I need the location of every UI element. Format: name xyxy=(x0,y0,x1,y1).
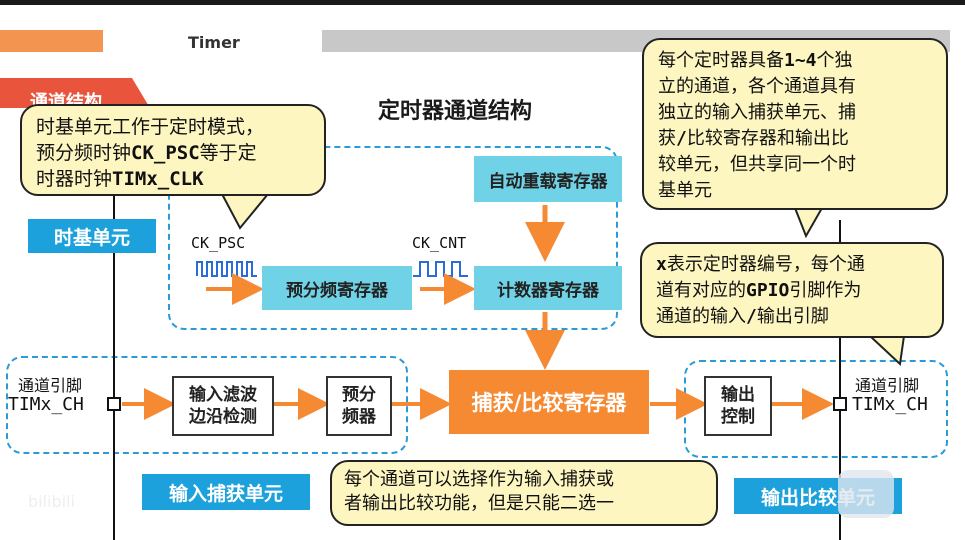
left-pin-square xyxy=(107,397,121,411)
left-pin-id: TIMx_CH xyxy=(8,394,84,415)
channels-callout-line1a: 每个定时器具备 xyxy=(658,50,784,71)
timebase-callout-line3b: TIMx_CLK xyxy=(112,168,204,190)
channels-callout-line6: 基单元 xyxy=(658,180,712,201)
left-pin-label: 通道引脚 xyxy=(18,376,83,395)
output-control-box: 输出 控制 xyxy=(704,376,772,436)
timebase-callout-line3a: 时器时钟 xyxy=(36,168,113,190)
channels-callout-line1c: 个独 xyxy=(816,50,853,71)
channels-callout-line3: 独立的输入捕获单元、捕 xyxy=(658,102,856,123)
counter-register: 计数器寄存器 xyxy=(474,266,622,310)
auto-reload-register: 自动重载寄存器 xyxy=(474,156,622,202)
timebase-group xyxy=(168,146,618,330)
channels-callout-line4c: 比较寄存器和输出比 xyxy=(686,128,849,149)
tv-icon xyxy=(838,470,894,518)
channels-callout-line4a: 获 xyxy=(658,128,676,149)
timebase-unit-label: 时基单元 xyxy=(28,219,156,253)
channel-id-callout-line1b: 表示定时器编号，每个通 xyxy=(666,254,865,275)
channel-id-callout-line1a: x xyxy=(656,254,667,275)
input-filter-box: 输入滤波 边沿检测 xyxy=(172,376,274,436)
input-capture-unit-label: 输入捕获单元 xyxy=(142,474,310,510)
channels-callout-line5: 较单元，但共享同一个时 xyxy=(658,154,856,175)
timebase-callout-line2c: 等于定 xyxy=(199,142,257,164)
prescaler-box: 预分 频器 xyxy=(326,376,392,436)
channel-id-callout-line3a: 通道的输入 xyxy=(656,306,746,327)
channel-id-callout-line2a: 道有对应的 xyxy=(656,280,746,301)
top-border xyxy=(0,0,965,5)
right-pin-square xyxy=(833,397,847,411)
timebase-callout-line1: 时基单元工作于定时模式， xyxy=(36,116,265,138)
channel-id-callout: x表示定时器编号，每个通 道有对应的GPIO引脚作为 通道的输入/输出引脚 xyxy=(640,242,944,338)
mode-callout-line2: 者输出比较功能，但是只能二选一 xyxy=(344,493,614,514)
channels-callout-line4b: / xyxy=(676,128,687,149)
channels-callout-line2: 立的通道，各个通道具有 xyxy=(658,76,856,97)
right-pin-label: 通道引脚 xyxy=(855,376,920,395)
channels-callout-line1b: 1~4 xyxy=(784,50,817,71)
channel-id-callout-line3b: / xyxy=(746,306,757,327)
capture-compare-register: 捕获/比较寄存器 xyxy=(449,370,649,434)
timebase-callout: 时基单元工作于定时模式， 预分频时钟CK_PSC等于定 时器时钟TIMx_CLK xyxy=(20,104,326,196)
channel-id-callout-line2b: GPIO xyxy=(746,280,790,301)
right-pin-id: TIMx_CH xyxy=(852,394,928,415)
ck-cnt-label: CK_CNT xyxy=(412,234,467,252)
header-orange-tab xyxy=(0,30,103,52)
ck-psc-label: CK_PSC xyxy=(191,234,246,252)
channel-id-callout-line3c: 输出引脚 xyxy=(756,306,829,327)
mode-callout-line1: 每个通道可以选择作为输入捕获或 xyxy=(344,469,614,490)
header-title: Timer xyxy=(188,33,240,52)
watermark: bilibili xyxy=(28,492,75,511)
section-tab xyxy=(0,78,150,108)
channel-id-callout-line2c: 引脚作为 xyxy=(789,280,862,301)
mode-callout: 每个通道可以选择作为输入捕获或 者输出比较功能，但是只能二选一 xyxy=(330,460,718,526)
channels-callout: 每个定时器具备1~4个独 立的通道，各个通道具有 独立的输入捕获单元、捕 获/比… xyxy=(642,38,948,210)
timebase-callout-line2b: CK_PSC xyxy=(131,142,200,164)
prescaler-register: 预分频寄存器 xyxy=(262,266,412,310)
diagram-title: 定时器通道结构 xyxy=(378,99,533,124)
timebase-callout-line2a: 预分频时钟 xyxy=(36,142,132,164)
